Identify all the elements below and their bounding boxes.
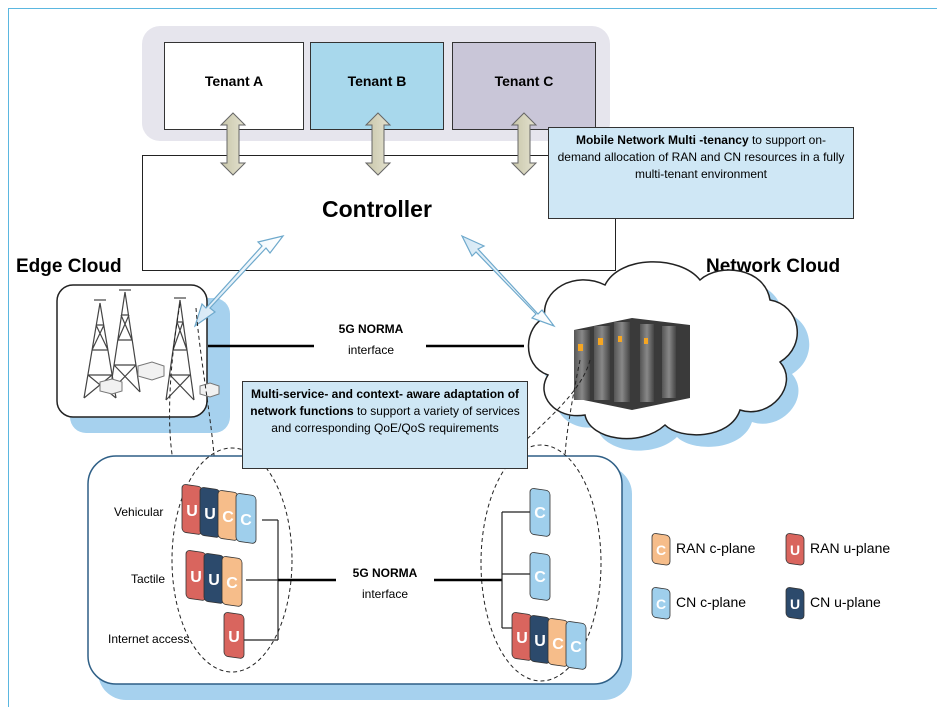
multitenancy-callout-bold: Mobile Network Multi -tenancy: [575, 133, 749, 147]
tenant-c-label: Tenant C: [494, 73, 554, 89]
edge-cloud-label: Edge Cloud: [16, 256, 122, 277]
legend-swatches: [651, 533, 805, 620]
adaptation-callout-text: to support a variety of services and cor…: [271, 404, 520, 435]
svg-text:C: C: [240, 512, 252, 529]
norma-interface-subtitle-top: interface: [347, 343, 395, 357]
norma-interface-subtitle-bottom: interface: [361, 587, 409, 601]
network-functions-ellipse: [480, 444, 602, 682]
dashed-connector: [169, 303, 591, 471]
svg-text:U: U: [204, 506, 216, 523]
adaptation-callout-bold: Multi-service- and context- aware adapta…: [250, 387, 520, 418]
cell-tower-icon: [83, 289, 195, 401]
norma-interface-title-top: 5G NORMA: [338, 322, 404, 336]
svg-text:U: U: [208, 572, 220, 589]
norma-interface-title-bottom: 5G NORMA: [352, 566, 418, 580]
edge-functions-ellipse: [171, 447, 293, 673]
svg-text:U: U: [186, 503, 198, 520]
legend-letters: C U C U: [656, 542, 800, 612]
service-tactile-label: Tactile: [131, 572, 166, 586]
svg-text:C: C: [534, 569, 546, 586]
svg-text:U: U: [790, 542, 800, 558]
frame: [8, 8, 937, 707]
edge-cloud-box: [56, 284, 208, 418]
svg-text:C: C: [570, 639, 582, 656]
svg-text:U: U: [190, 569, 202, 586]
base-station-icon: [99, 361, 220, 398]
legend-cn-u-plane-label: CN u-plane: [810, 594, 881, 610]
adaptation-callout: Multi-service- and context- aware adapta…: [242, 381, 528, 469]
function-blocks-left: [181, 484, 257, 659]
service-vehicular-label: Vehicular: [114, 505, 164, 519]
multitenancy-callout-text: to support on-demand allocation of RAN a…: [557, 133, 845, 181]
svg-text:C: C: [222, 509, 234, 526]
legend-cn-c-plane-label: CN c-plane: [676, 594, 747, 610]
legend-ran-c-plane-label: RAN c-plane: [676, 540, 756, 556]
service-internet-access-label: Internet access: [108, 632, 190, 646]
multitenancy-callout: Mobile Network Multi -tenancy to support…: [548, 127, 854, 219]
svg-text:U: U: [516, 630, 528, 647]
svg-text:C: C: [656, 596, 666, 612]
svg-text:U: U: [534, 633, 546, 650]
controller-label: Controller: [322, 196, 432, 222]
svg-text:C: C: [226, 575, 238, 592]
svg-text:C: C: [534, 505, 546, 522]
svg-text:U: U: [228, 629, 240, 646]
svg-text:C: C: [552, 636, 564, 653]
svg-text:C: C: [656, 542, 666, 558]
tenant-a-label: Tenant A: [204, 73, 264, 89]
legend-ran-u-plane-label: RAN u-plane: [810, 540, 891, 556]
double-arrow-icon: [193, 234, 556, 328]
bracket-right: [501, 511, 530, 629]
server-rack-icon: [574, 318, 690, 410]
double-arrow-icon: [219, 112, 538, 176]
svg-text:U: U: [790, 596, 800, 612]
function-blocks-right: [511, 488, 587, 670]
tenant-b-label: Tenant B: [347, 73, 407, 89]
